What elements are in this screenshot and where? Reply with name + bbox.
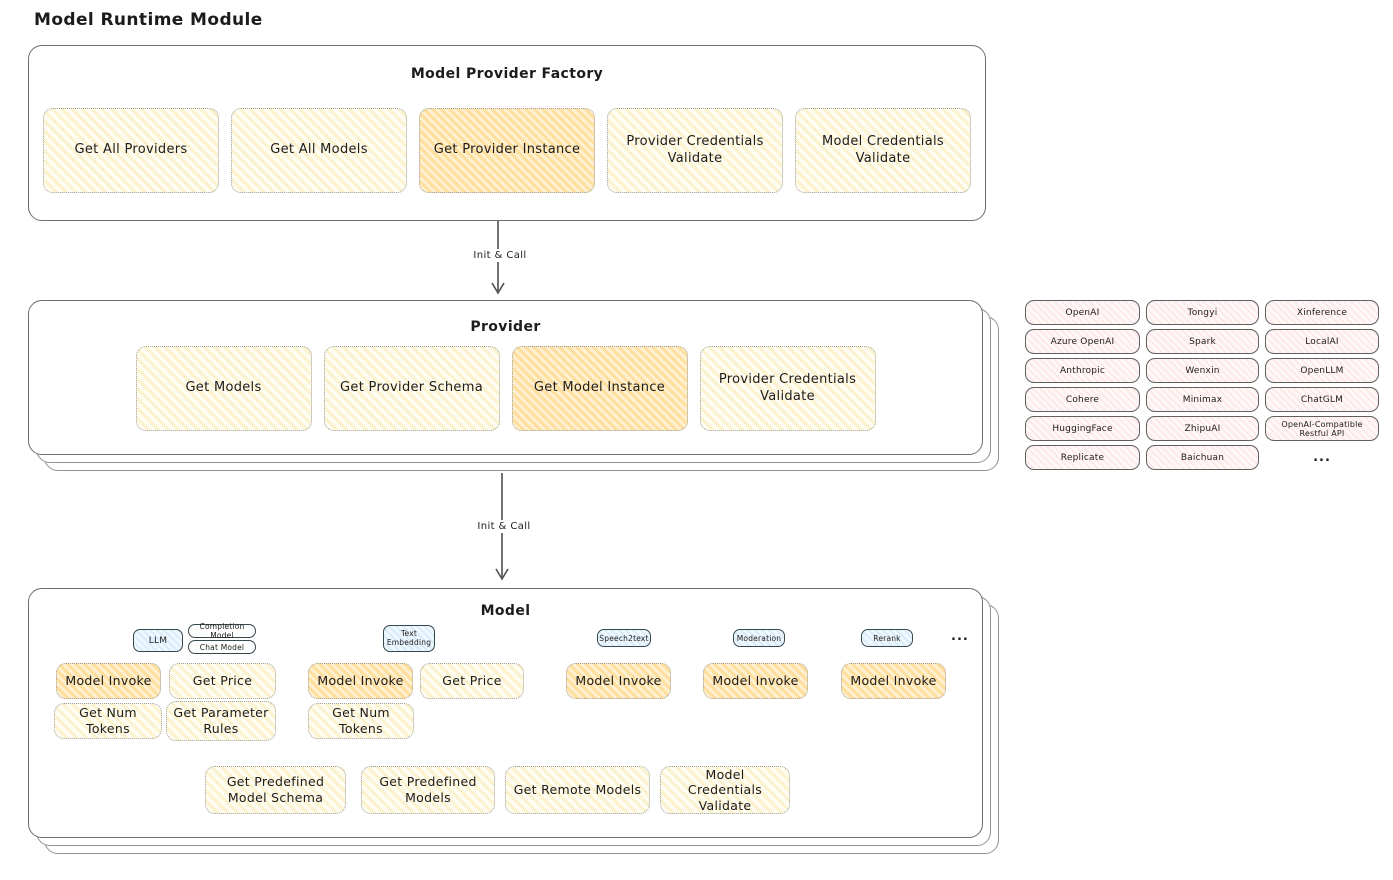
node-model-credentials-validate-2: Model Credentials Validate <box>660 766 790 814</box>
model-title: Model <box>480 603 531 619</box>
chip-moderation: Moderation <box>733 629 785 647</box>
provider-implementations-list: OpenAI Tongyi Xinference Azure OpenAI Sp… <box>1025 300 1379 470</box>
provider-title: Provider <box>470 319 541 335</box>
provider-list-ellipsis: ... <box>1313 450 1331 465</box>
node-llm-get-price: Get Price <box>169 663 276 699</box>
provider-item-anthropic: Anthropic <box>1025 358 1140 383</box>
node-get-predefined-model-schema: Get Predefined Model Schema <box>205 766 346 814</box>
provider-item-openai: OpenAI <box>1025 300 1140 325</box>
chips-ellipsis: ... <box>951 629 969 644</box>
provider-item-chatglm: ChatGLM <box>1265 387 1379 412</box>
node-model-credentials-validate: Model Credentials Validate <box>795 108 971 193</box>
node-get-provider-instance: Get Provider Instance <box>419 108 595 193</box>
provider-item-minimax: Minimax <box>1146 387 1259 412</box>
provider-item-wenxin: Wenxin <box>1146 358 1259 383</box>
provider-item-openai-compatible: OpenAI-Compatible Restful API <box>1265 416 1379 441</box>
chip-text-embedding: Text Embedding <box>383 625 435 652</box>
node-get-remote-models: Get Remote Models <box>505 766 650 814</box>
node-get-predefined-models: Get Predefined Models <box>361 766 495 814</box>
node-get-models: Get Models <box>135 346 312 431</box>
node-get-all-providers: Get All Providers <box>43 108 219 193</box>
node-provider-credentials-validate: Provider Credentials Validate <box>607 108 783 193</box>
provider-item-spark: Spark <box>1146 329 1259 354</box>
node-moderation-model-invoke: Model Invoke <box>703 663 808 699</box>
provider-item-huggingface: HuggingFace <box>1025 416 1140 441</box>
factory-title: Model Provider Factory <box>410 66 604 82</box>
node-llm-get-parameter-rules: Get Parameter Rules <box>166 701 276 741</box>
provider-item-azure-openai: Azure OpenAI <box>1025 329 1140 354</box>
model-provider-factory-box: Model Provider Factory Get All Providers… <box>28 45 986 221</box>
chip-speech2text: Speech2text <box>597 629 651 647</box>
chip-llm: LLM <box>133 629 183 652</box>
provider-item-localai: LocalAI <box>1265 329 1379 354</box>
node-speech2text-model-invoke: Model Invoke <box>566 663 671 699</box>
provider-item-openllm: OpenLLM <box>1265 358 1379 383</box>
chip-rerank: Rerank <box>861 629 913 647</box>
provider-item-xinference: Xinference <box>1265 300 1379 325</box>
node-embedding-get-price: Get Price <box>420 663 524 699</box>
chip-chat-model: Chat Model <box>188 640 256 654</box>
node-embedding-get-num-tokens: Get Num Tokens <box>308 703 414 739</box>
node-rerank-model-invoke: Model Invoke <box>841 663 946 699</box>
model-box: Model LLM Completion Model Chat Model Te… <box>28 588 983 838</box>
arrow1-label: Init & Call <box>461 249 539 262</box>
page-title: Model Runtime Module <box>34 10 263 30</box>
arrow2-label: Init & Call <box>465 520 543 533</box>
node-get-model-instance: Get Model Instance <box>511 346 688 431</box>
provider-item-cohere: Cohere <box>1025 387 1140 412</box>
provider-item-replicate: Replicate <box>1025 445 1140 470</box>
provider-item-tongyi: Tongyi <box>1146 300 1259 325</box>
chip-completion-model: Completion Model <box>188 622 256 640</box>
node-get-provider-schema: Get Provider Schema <box>323 346 500 431</box>
node-get-all-models: Get All Models <box>231 108 407 193</box>
node-embedding-model-invoke: Model Invoke <box>308 663 413 699</box>
node-provider-credentials-validate-2: Provider Credentials Validate <box>699 346 876 431</box>
node-llm-get-num-tokens: Get Num Tokens <box>54 703 162 739</box>
provider-box: Provider Get Models Get Provider Schema … <box>28 300 983 455</box>
provider-item-baichuan: Baichuan <box>1146 445 1259 470</box>
node-llm-model-invoke: Model Invoke <box>56 663 161 699</box>
provider-item-zhipuai: ZhipuAI <box>1146 416 1259 441</box>
